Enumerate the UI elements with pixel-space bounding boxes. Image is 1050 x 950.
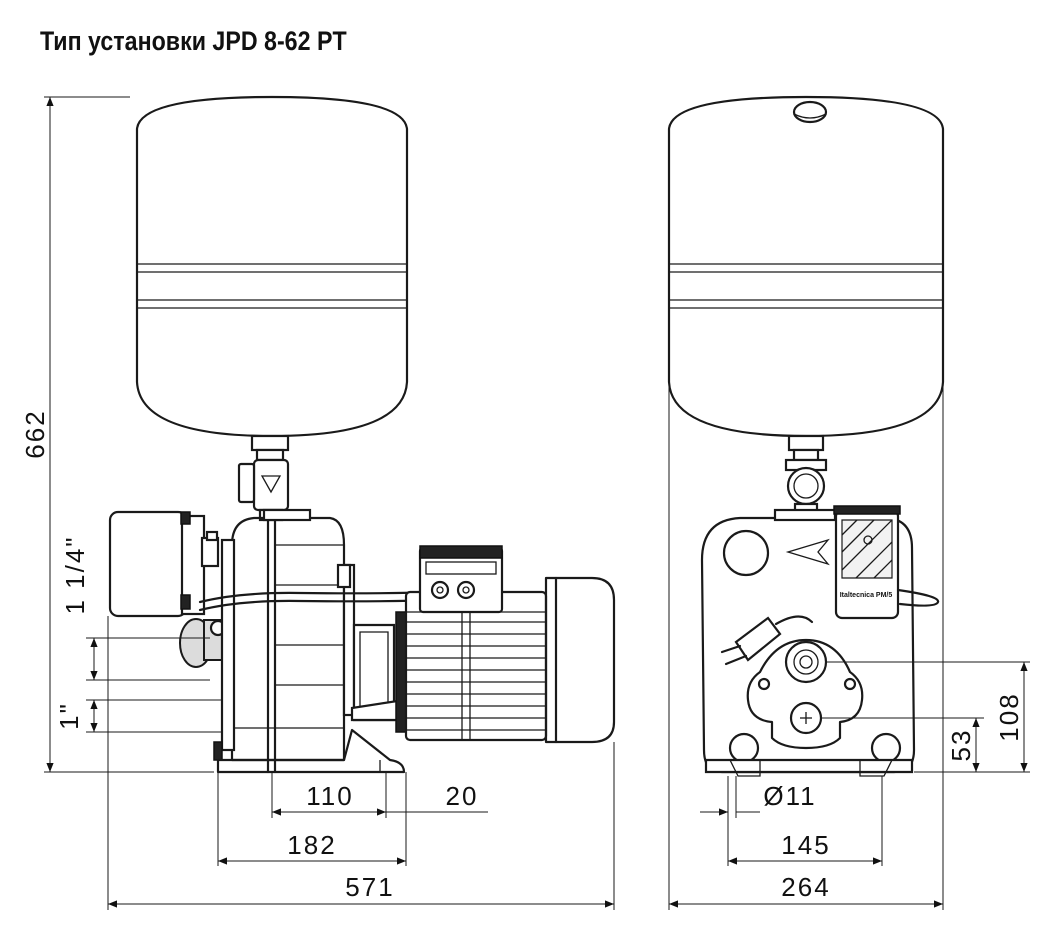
power-plug-front: [720, 615, 814, 666]
side-view: 662 1 1/4" 1" 110 20 182: [20, 95, 616, 910]
front-view: Italtecnica PM/5 108: [667, 95, 1030, 910]
pump-body-front: [700, 508, 916, 777]
dimension-182: 182: [217, 772, 406, 866]
dimension-571: 571: [107, 616, 615, 910]
outlet-thread-label: 1": [54, 702, 84, 730]
dim-182-label: 182: [287, 830, 336, 860]
power-cable-side: [198, 590, 440, 612]
pressure-tank-side: [135, 95, 409, 438]
dimension-inlet-thread: 1 1/4": [60, 535, 210, 681]
pump-housing-side: [213, 508, 356, 774]
dimension-outlet-thread: 1": [54, 699, 222, 733]
page-title: Тип установки JPD 8-62 PT: [40, 26, 347, 56]
dim-20-label: 20: [446, 781, 479, 811]
motor-cooling-fins: [406, 612, 546, 740]
motor-side: [350, 545, 616, 744]
dimension-264: 264: [668, 382, 944, 910]
dimension-53: 53: [821, 717, 984, 772]
dimension-145: 145: [728, 776, 883, 866]
pump-flange-front: [746, 638, 864, 750]
inlet-thread-label: 1 1/4": [60, 535, 90, 614]
tank-connector-side: [237, 434, 290, 522]
dim-110-label: 110: [306, 781, 353, 811]
pressure-tank-front: [667, 95, 945, 438]
dim-662-label: 662: [20, 409, 50, 458]
dim-108-label: 108: [994, 692, 1024, 741]
dim-145-label: 145: [781, 830, 830, 860]
dimension-hole-diameter: Ø11: [700, 776, 816, 866]
switch-brand-label: Italtecnica PM/5: [840, 592, 893, 599]
base-side: [216, 728, 406, 774]
tank-connector-front: [784, 434, 828, 520]
dim-571-label: 571: [345, 872, 394, 902]
dim-53-label: 53: [946, 729, 976, 762]
pressure-switch-front: Italtecnica PM/5: [833, 505, 940, 620]
inlet-stub: [179, 618, 227, 668]
dimension-108: 108: [826, 661, 1030, 773]
hole-diameter-label: Ø11: [763, 781, 816, 811]
dimension-110-20: 110 20: [271, 772, 488, 866]
dimension-height: 662: [20, 96, 214, 773]
dim-264-label: 264: [781, 872, 830, 902]
pressure-switch-side: [108, 510, 220, 618]
